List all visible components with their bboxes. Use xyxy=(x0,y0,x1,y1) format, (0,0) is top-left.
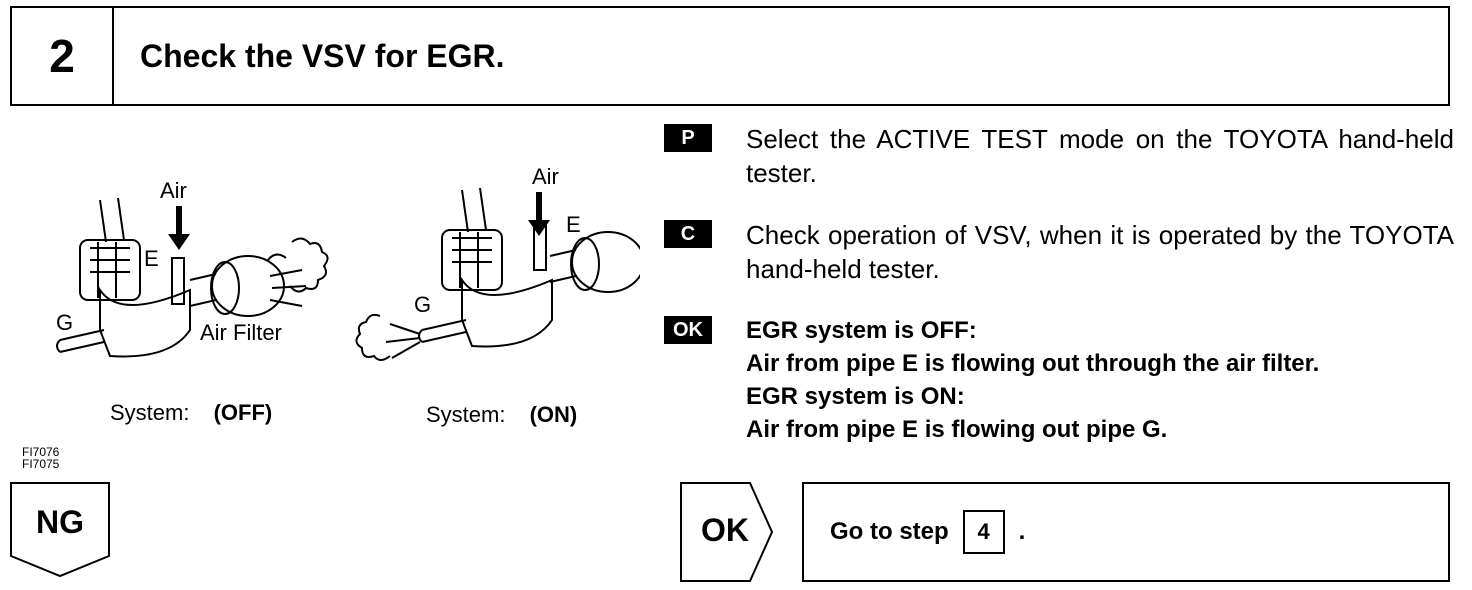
step-header: 2 Check the VSV for EGR. xyxy=(10,6,1450,106)
off-system-state: (OFF) xyxy=(213,400,273,425)
off-air-filter-label: Air Filter xyxy=(200,320,282,345)
figure-id: FI7076 xyxy=(22,445,60,459)
instruction-prepare: P Select the ACTIVE TEST mode on the TOY… xyxy=(664,122,1454,190)
ok-line: Air from pipe E is flowing out through t… xyxy=(746,350,1320,377)
on-pipe-e-label: E xyxy=(566,212,581,237)
ng-arrow-shape xyxy=(10,482,110,578)
vsv-on-illustration xyxy=(355,187,645,361)
figure-id: FI7075 xyxy=(22,457,60,471)
instruction-ok-result: OK EGR system is OFF: Air from pipe E is… xyxy=(664,314,1454,446)
off-pipe-g-label: G xyxy=(56,310,74,335)
ng-flow-box: NG xyxy=(10,482,110,578)
on-system-state: (ON) xyxy=(529,402,578,427)
ok-line: Air from pipe E is flowing out pipe G. xyxy=(746,416,1168,443)
on-system-label: System: (ON) xyxy=(426,402,577,428)
goto-period: . xyxy=(1018,518,1026,545)
ok-result-text: EGR system is OFF: Air from pipe E is fl… xyxy=(746,314,1454,446)
ok-line: EGR system is OFF: xyxy=(746,317,977,344)
ok-arrow-shape xyxy=(680,482,774,582)
instruction-check: C Check operation of VSV, when it is ope… xyxy=(664,218,1454,286)
on-pipe-g-label: G xyxy=(414,292,432,317)
off-system-text: System: xyxy=(110,400,190,425)
ok-tag: OK xyxy=(664,316,712,344)
prepare-text: Select the ACTIVE TEST mode on the TOYOT… xyxy=(746,124,1454,188)
check-text: Check operation of VSV, when it is opera… xyxy=(746,220,1454,284)
vsv-off-illustration xyxy=(56,197,329,358)
figure-ids: FI7076 FI7075 xyxy=(22,446,59,470)
ok-label: OK xyxy=(701,512,749,548)
goto-step-ref[interactable]: 4 xyxy=(962,510,1005,554)
vsv-figures: Air E G Air Filter System: (OFF) Air E G… xyxy=(20,130,645,450)
check-tag: C xyxy=(664,220,712,248)
step-number: 2 xyxy=(12,8,114,104)
step-title: Check the VSV for EGR. xyxy=(140,37,505,74)
vsv-diagram xyxy=(56,187,645,361)
ok-flow-arrow: OK xyxy=(680,482,774,582)
off-air-label: Air xyxy=(160,178,187,203)
goto-step-box: Go to step 4 . xyxy=(802,482,1450,582)
ng-label: NG xyxy=(36,504,84,540)
on-system-text: System: xyxy=(426,402,506,427)
ok-line: EGR system is ON: xyxy=(746,383,965,410)
prepare-tag: P xyxy=(664,124,712,152)
off-pipe-e-label: E xyxy=(144,246,159,271)
on-air-label: Air xyxy=(532,164,559,189)
goto-text: Go to step xyxy=(830,518,949,545)
off-system-label: System: (OFF) xyxy=(110,400,272,426)
